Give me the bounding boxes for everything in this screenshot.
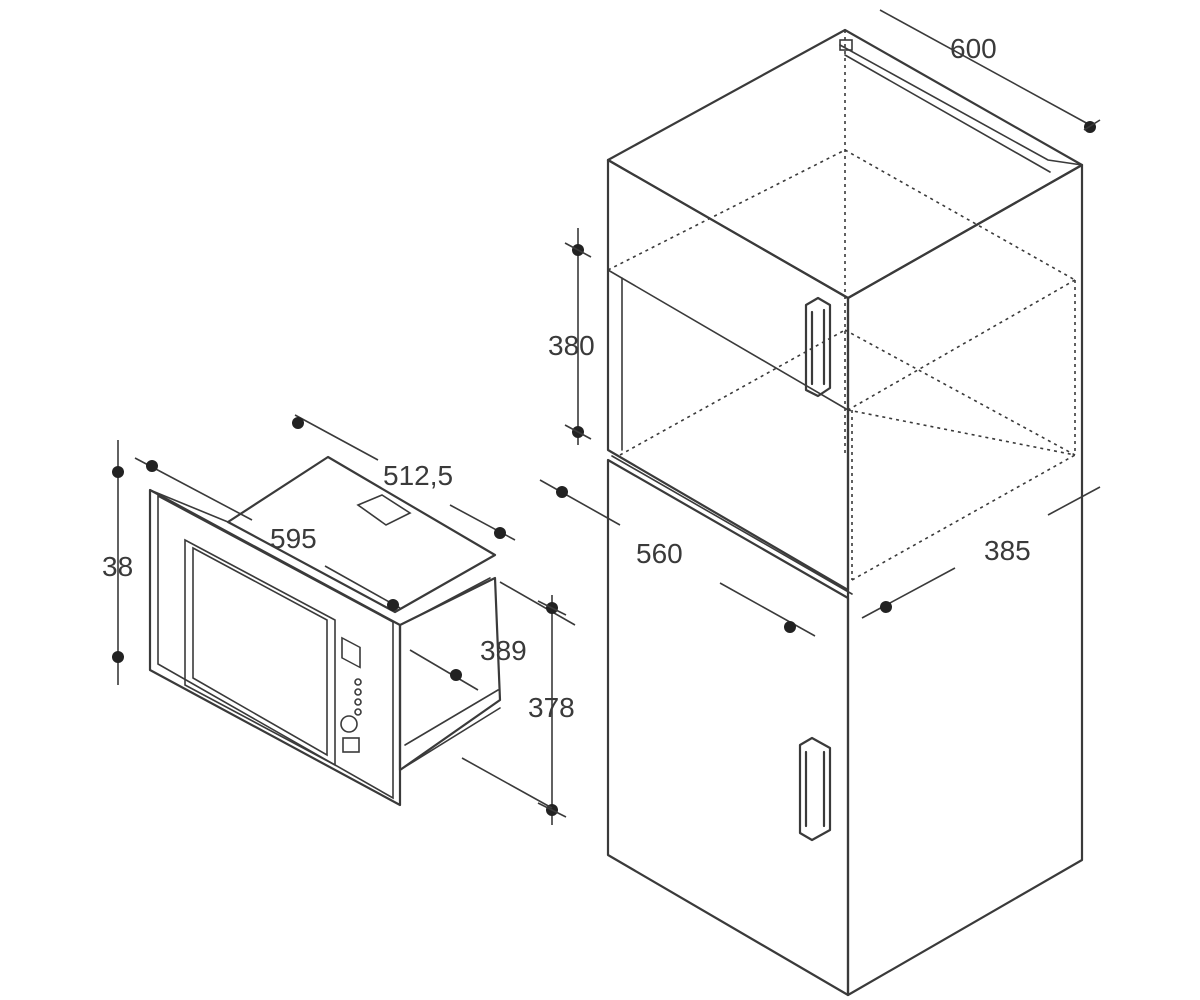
dim-niche-height: 380 (548, 330, 595, 361)
upper-door-handle[interactable] (804, 296, 832, 398)
oven-front-frame (148, 488, 402, 807)
dimension-lines (112, 9, 1101, 825)
oven-body-bottom (399, 707, 501, 771)
control-button[interactable] (354, 688, 362, 696)
oven-window-inner (192, 546, 328, 757)
dim-frame-width: 595 (270, 523, 317, 554)
top-notch (839, 39, 853, 51)
dim-oven-depth: 512,5 (383, 460, 453, 491)
top-vent (356, 494, 412, 526)
niche-hidden-lines (607, 30, 1076, 581)
dim-body-height: 389 (480, 635, 527, 666)
frame-top-edge (149, 489, 229, 523)
control-button[interactable] (354, 678, 362, 686)
dim-frame-height: 38 (102, 551, 133, 582)
door-bottom-edge (607, 269, 849, 411)
lower-door-handle[interactable] (798, 736, 832, 842)
control-panel (340, 636, 362, 753)
control-dial[interactable] (340, 715, 358, 733)
oven-frame-inner (157, 494, 394, 800)
dim-niche-width: 560 (636, 538, 683, 569)
oven-body-side-edge (419, 577, 491, 616)
oven-body-top (226, 455, 497, 614)
display (341, 636, 361, 669)
shelf-edge (611, 455, 853, 595)
control-button[interactable] (354, 708, 362, 716)
cabinet (606, 28, 1084, 997)
oven-window (184, 538, 336, 767)
top-rail-inner (844, 54, 1051, 173)
dimension-labels: 600 380 560 385 512,5 595 38 389 378 (102, 33, 1031, 723)
cabinet-right-side (846, 163, 1084, 997)
dim-niche-depth: 385 (984, 535, 1031, 566)
control-button[interactable] (354, 698, 362, 706)
dim-cabinet-width: 600 (950, 33, 997, 64)
top-rail (839, 44, 1083, 166)
door-release-button[interactable] (342, 737, 360, 753)
dim-body-height-inner: 378 (528, 692, 575, 723)
oven-body-bottom2 (404, 689, 499, 746)
oven-body-side (398, 576, 502, 772)
microwave-oven (148, 455, 502, 807)
cabinet-lower-door (606, 458, 850, 997)
